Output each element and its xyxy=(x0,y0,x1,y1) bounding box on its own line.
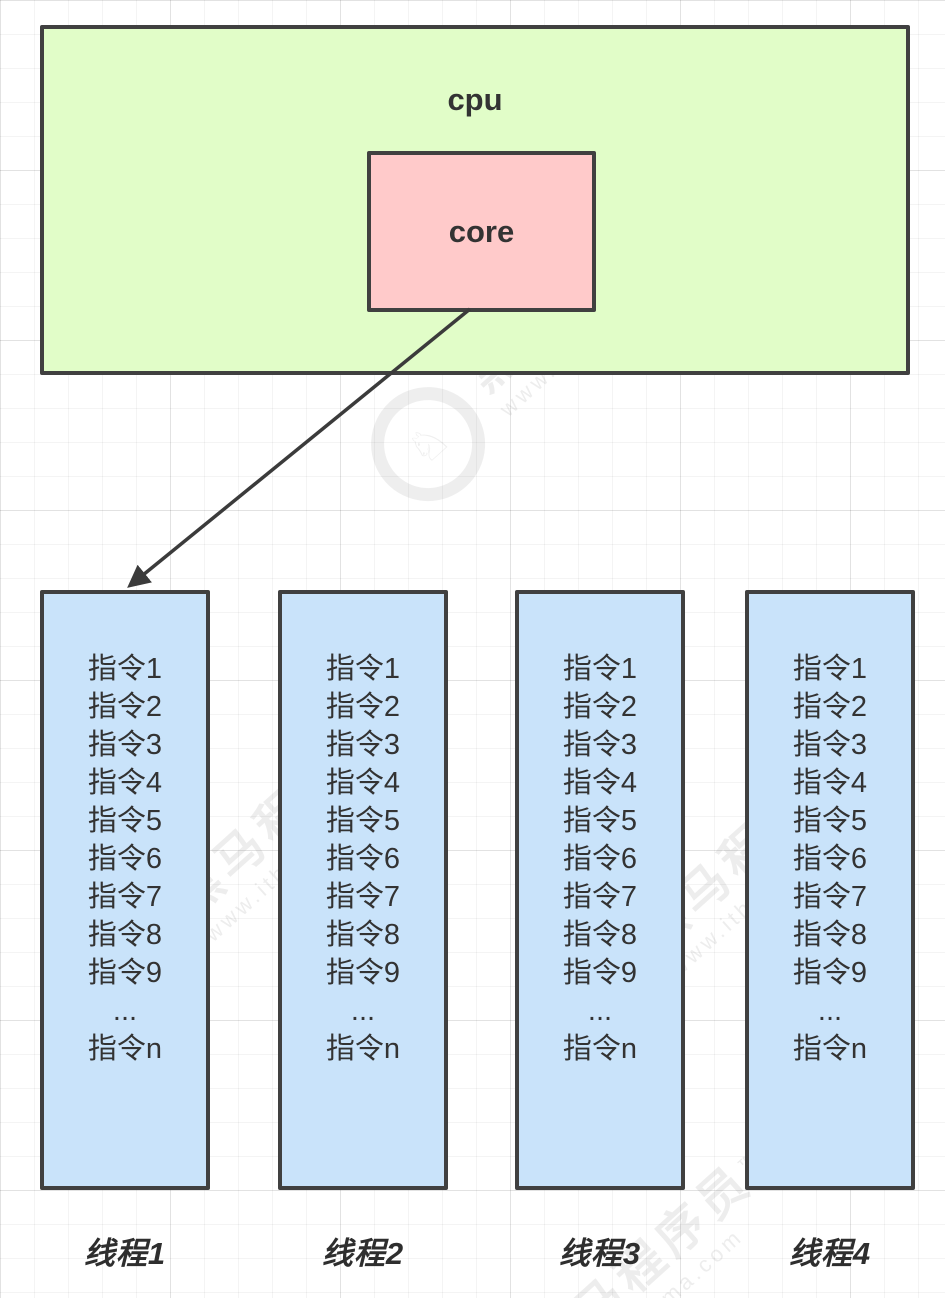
instruction-line: 指令1 xyxy=(792,653,868,685)
instruction-line: 指令4 xyxy=(325,767,401,799)
thread-2-label: 线程2 xyxy=(321,1236,405,1271)
cpu-box: cpu core xyxy=(40,25,910,375)
thread-2-box: 指令1 指令2 指令3 指令4 指令5 指令6 指令7 指令8 指令9 ... … xyxy=(278,590,448,1190)
ellipsis-line: ... xyxy=(817,995,843,1027)
instruction-line: 指令8 xyxy=(792,919,868,951)
instruction-line: 指令n xyxy=(792,1033,868,1065)
instruction-line: 指令n xyxy=(87,1033,163,1065)
instruction-line: 指令5 xyxy=(792,805,868,837)
ellipsis-line: ... xyxy=(587,995,613,1027)
instruction-line: 指令3 xyxy=(792,729,868,761)
instruction-line: 指令2 xyxy=(325,691,401,723)
instruction-line: 指令1 xyxy=(87,653,163,685)
instruction-line: 指令9 xyxy=(325,957,401,989)
instruction-line: 指令1 xyxy=(562,653,638,685)
instruction-line: 指令9 xyxy=(87,957,163,989)
instruction-line: 指令5 xyxy=(562,805,638,837)
instruction-line: 指令7 xyxy=(87,881,163,913)
thread-1-box: 指令1 指令2 指令3 指令4 指令5 指令6 指令7 指令8 指令9 ... … xyxy=(40,590,210,1190)
instruction-line: 指令3 xyxy=(325,729,401,761)
instruction-line: 指令7 xyxy=(562,881,638,913)
instruction-line: 指令7 xyxy=(325,881,401,913)
ellipsis-line: ... xyxy=(112,995,138,1027)
thread-3-box: 指令1 指令2 指令3 指令4 指令5 指令6 指令7 指令8 指令9 ... … xyxy=(515,590,685,1190)
instruction-line: 指令5 xyxy=(87,805,163,837)
instruction-line: 指令8 xyxy=(325,919,401,951)
instruction-line: 指令2 xyxy=(792,691,868,723)
cpu-label: cpu xyxy=(447,82,503,117)
instruction-line: 指令6 xyxy=(562,843,638,875)
instruction-line: 指令6 xyxy=(325,843,401,875)
instruction-line: 指令6 xyxy=(87,843,163,875)
instruction-line: 指令2 xyxy=(562,691,638,723)
core-label: core xyxy=(448,213,515,249)
instruction-line: 指令4 xyxy=(562,767,638,799)
instruction-line: 指令4 xyxy=(792,767,868,799)
instruction-line: 指令1 xyxy=(325,653,401,685)
instruction-line: 指令2 xyxy=(87,691,163,723)
instruction-line: 指令9 xyxy=(792,957,868,989)
thread-1-label: 线程1 xyxy=(83,1236,167,1271)
thread-4-label: 线程4 xyxy=(788,1236,872,1271)
thread-3-label: 线程3 xyxy=(558,1236,642,1271)
instruction-line: 指令7 xyxy=(792,881,868,913)
instruction-line: 指令6 xyxy=(792,843,868,875)
instruction-line: 指令3 xyxy=(562,729,638,761)
instruction-line: 指令n xyxy=(325,1033,401,1065)
instruction-line: 指令5 xyxy=(325,805,401,837)
instruction-line: 指令n xyxy=(562,1033,638,1065)
instruction-line: 指令3 xyxy=(87,729,163,761)
instruction-line: 指令4 xyxy=(87,767,163,799)
thread-4-box: 指令1 指令2 指令3 指令4 指令5 指令6 指令7 指令8 指令9 ... … xyxy=(745,590,915,1190)
ellipsis-line: ... xyxy=(350,995,376,1027)
instruction-line: 指令9 xyxy=(562,957,638,989)
instruction-line: 指令8 xyxy=(562,919,638,951)
itheima-logo-icon: ♘ xyxy=(347,363,509,525)
core-box: core xyxy=(367,151,596,312)
instruction-line: 指令8 xyxy=(87,919,163,951)
